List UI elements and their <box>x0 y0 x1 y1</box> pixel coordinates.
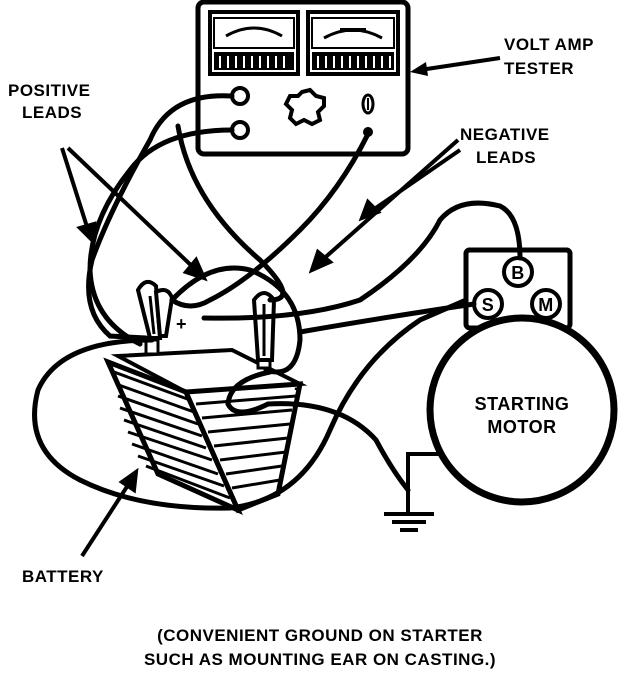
positive-clip <box>135 279 175 340</box>
volt-amp-tester <box>195 0 411 157</box>
battery <box>103 338 308 515</box>
ground-symbol <box>384 452 440 532</box>
voltmeter-dial <box>208 10 300 76</box>
tester-control-knob <box>283 87 326 127</box>
positive-leads-arrows <box>60 146 208 282</box>
battery-label: BATTERY <box>22 567 104 586</box>
caption-line1: (CONVENIENT GROUND ON STARTER <box>157 626 483 645</box>
test-leads <box>32 93 523 511</box>
negative-leads-label-line2: LEADS <box>476 148 536 167</box>
ammeter-dial <box>306 10 400 76</box>
volt-amp-tester-label-line1: VOLT AMP <box>504 35 594 54</box>
battery-negative-sign: - <box>294 377 301 399</box>
tester-label-arrow <box>410 56 501 76</box>
negative-clip <box>251 291 277 362</box>
battery-positive-sign: + <box>176 314 187 334</box>
negative-leads-label-line1: NEGATIVE <box>460 125 550 144</box>
negative-leads-arrows <box>308 138 462 274</box>
starting-motor: B S M STARTING MOTOR <box>426 247 618 506</box>
positive-leads-label-line1: POSITIVE <box>8 81 90 100</box>
motor-body <box>426 314 618 506</box>
positive-leads-label-line2: LEADS <box>22 103 82 122</box>
battery-label-arrow <box>80 467 139 558</box>
volt-amp-tester-label-line2: TESTER <box>504 59 574 78</box>
terminal-b-label: B <box>511 263 525 283</box>
terminal-s-label: S <box>482 295 495 315</box>
starting-motor-label-line1: STARTING <box>475 394 570 414</box>
terminal-m-circle <box>530 288 562 320</box>
caption-line2: SUCH AS MOUNTING EAR ON CASTING.) <box>143 650 497 669</box>
terminal-m-label: M <box>538 295 554 315</box>
starting-motor-label-line2: MOTOR <box>487 417 556 437</box>
